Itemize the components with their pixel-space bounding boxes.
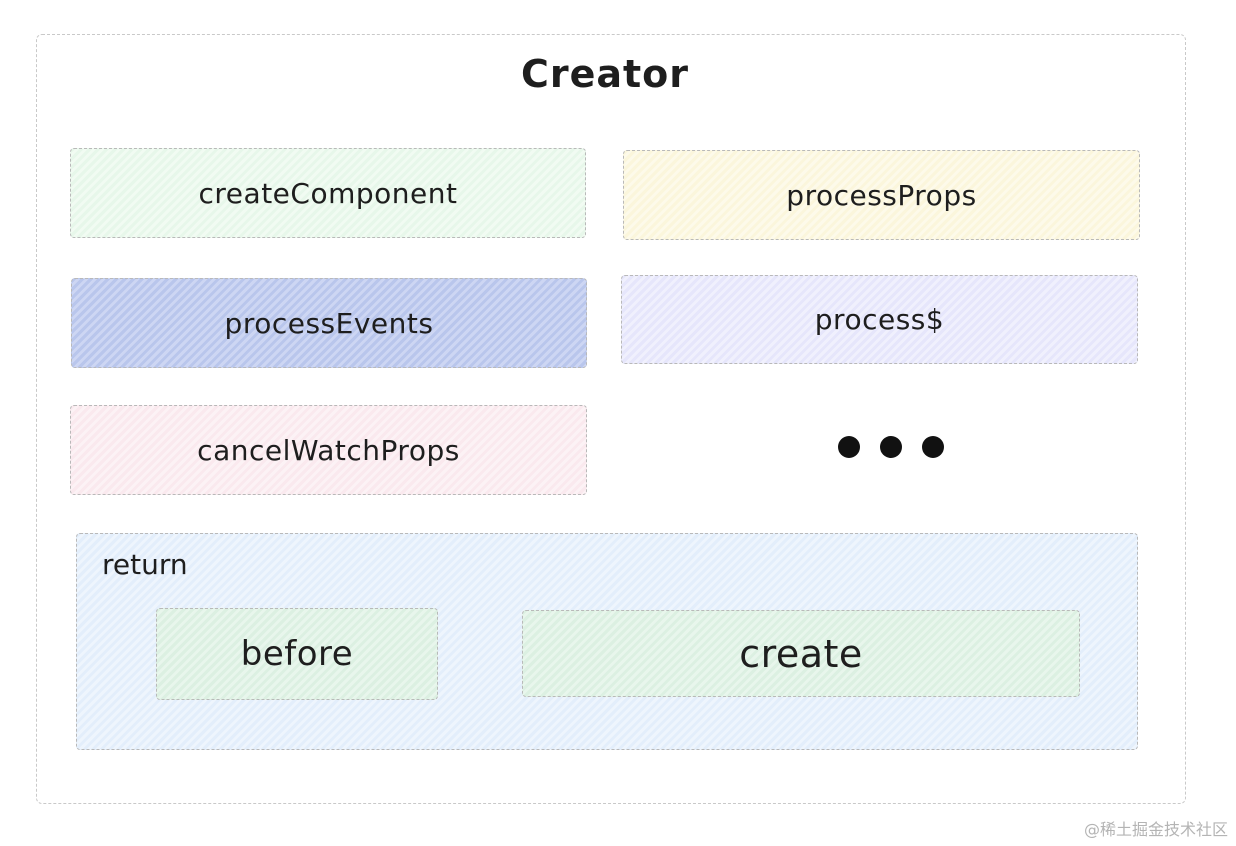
watermark: @稀土掘金技术社区 [1083, 820, 1228, 839]
box-process-props: processProps [623, 150, 1140, 240]
box-create: create [522, 610, 1080, 697]
ellipsis-dot [838, 436, 860, 458]
box-before: before [156, 608, 438, 700]
ellipsis-dot [922, 436, 944, 458]
box-process-events: processEvents [71, 278, 587, 368]
box-process-dollar: process$ [621, 275, 1138, 364]
box-cancel-watch-props: cancelWatchProps [70, 405, 587, 495]
creator-frame [36, 34, 1186, 804]
return-label: return [102, 548, 188, 581]
diagram-title: Creator [520, 52, 690, 96]
ellipsis-dot [880, 436, 902, 458]
box-create-component: createComponent [70, 148, 586, 238]
ellipsis-icon [838, 436, 944, 458]
